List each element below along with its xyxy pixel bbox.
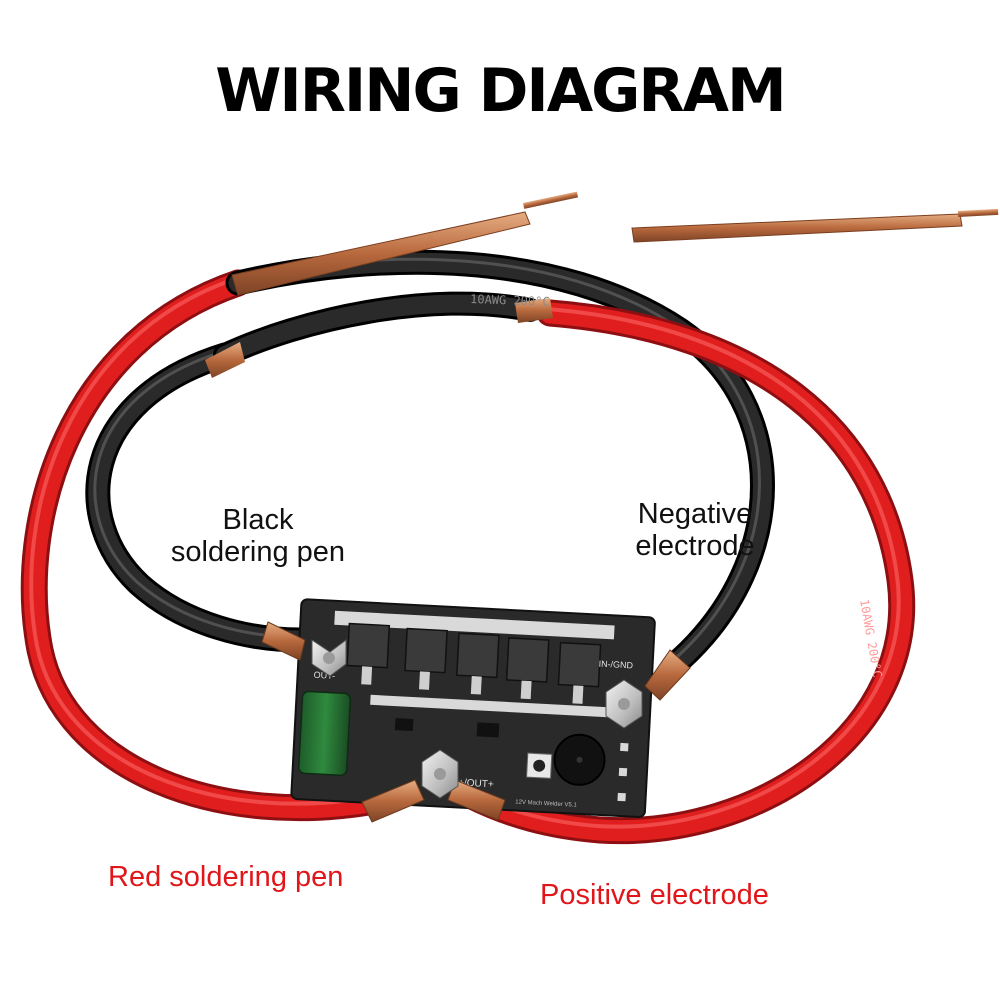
negative-electrode-label: Negative electrode [620,498,770,563]
black-pen-label-line-2: soldering pen [170,535,346,568]
negative-label-line-2: electrode [635,529,755,562]
lug-positive [361,749,506,823]
welder-pcb: OUT- IN-/GND IN+/OUT+ 12V Mach Welder V5… [290,598,656,818]
diagram-title: WIRING DIAGRAM [215,56,787,126]
copper-pen-right [631,208,999,243]
cable-print-top: 10AWG 200°C [470,292,550,309]
cable-print-right: 10AWG 200°C [857,598,885,679]
black-pen-label-line-1: Black [222,504,294,536]
negative-label-line-1: Negative [637,498,753,530]
red-soldering-pen-label: Red soldering pen [108,861,344,893]
lug-negative [605,649,691,729]
positive-electrode-label: Positive electrode [540,879,769,911]
pcb-in-gnd-label: IN-/GND [598,659,633,671]
black-pen-cable [85,342,313,653]
capacitor [298,690,352,777]
black-soldering-pen-label: Black soldering pen [168,504,348,569]
pcb-model-label: 12V Mach Welder V5.1 [515,799,577,808]
pcb-out-minus-label: OUT- [313,670,335,681]
lug-black-pen [261,621,347,677]
copper-pen-left [231,191,579,296]
